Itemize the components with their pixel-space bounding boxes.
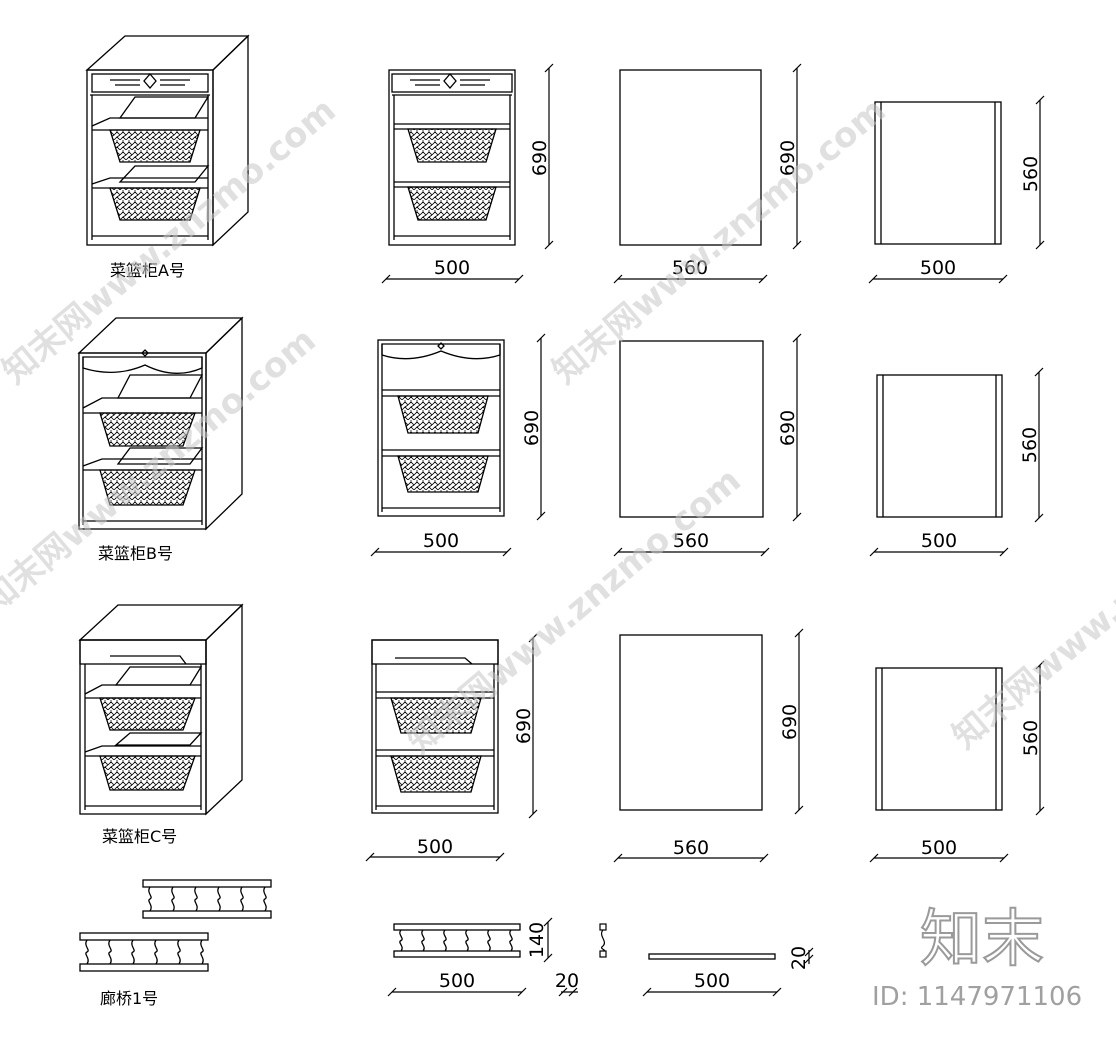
cabinet-c-front-width-dim xyxy=(365,852,505,862)
baluster-post xyxy=(131,939,135,965)
bridge-side-width-label: 20 xyxy=(555,970,579,992)
cabinet-b-side-height-label: 690 xyxy=(777,410,799,446)
cabinet-c-top-height-dim xyxy=(1035,660,1045,816)
cabinet-c-side-width-label: 560 xyxy=(673,837,709,859)
bridge-plan-view xyxy=(648,953,776,960)
cabinet-a-front-height-dim xyxy=(544,63,554,250)
baluster-post xyxy=(443,929,447,952)
cabinet-b-side-width-dim xyxy=(613,547,770,557)
watermark-logo: 知末 xyxy=(920,902,1044,975)
cabinet-a-caption: 菜篮柜A号 xyxy=(110,261,185,280)
baluster-post xyxy=(421,929,425,952)
cabinet-a-top-width-label: 500 xyxy=(920,257,956,279)
cabinet-a-front-view xyxy=(388,69,516,246)
cabinet-c-top-width-label: 500 xyxy=(921,837,957,859)
baluster-post xyxy=(154,939,158,965)
bridge-front-width-label: 500 xyxy=(439,970,475,992)
cabinet-c-side-height-dim xyxy=(794,628,804,815)
cabinet-c-front-height-dim xyxy=(528,633,538,819)
bridge-front-width-dim xyxy=(387,987,527,997)
baluster-post xyxy=(240,886,244,912)
cabinet-c-top-width-dim xyxy=(869,853,1009,863)
cabinet-c-top-view xyxy=(875,667,1003,811)
baluster-post xyxy=(108,939,112,965)
baluster-post xyxy=(171,886,175,912)
bridge-plan-width-dim xyxy=(642,987,782,997)
cabinet-c-side-width-dim xyxy=(613,853,769,863)
cabinet-a-top-height-label: 560 xyxy=(1020,156,1042,192)
cabinet-a-front-width-label: 500 xyxy=(434,257,470,279)
baluster-post xyxy=(200,939,204,965)
cabinet-b-front-width-dim xyxy=(370,547,512,557)
baluster-post xyxy=(263,886,267,912)
cabinet-b-top-height-dim xyxy=(1034,367,1044,523)
cabinet-b-side-width-label: 560 xyxy=(673,530,709,552)
cabinet-b-front-view xyxy=(377,339,505,517)
bridge-front-height-dim xyxy=(543,917,553,963)
cabinet-a-top-width-dim xyxy=(868,274,1008,284)
cabinet-c-caption: 菜篮柜C号 xyxy=(102,827,177,846)
baluster-post xyxy=(217,886,221,912)
baluster-post xyxy=(465,929,469,952)
cabinet-c-side-height-label: 690 xyxy=(779,704,801,740)
baluster-post xyxy=(487,929,491,952)
baluster-post xyxy=(85,939,89,965)
cabinet-a-side-width-label: 560 xyxy=(672,257,708,279)
baluster-post xyxy=(399,929,403,952)
watermark-text: 知末网www.znzmo.com xyxy=(545,90,894,392)
cabinet-a-top-height-dim xyxy=(1035,95,1045,250)
cabinet-c-front-view xyxy=(371,639,499,814)
cabinet-c-side-view xyxy=(619,634,763,811)
cabinet-a-top-view xyxy=(874,101,1002,245)
watermark-text: 知末网www.znzmo.com xyxy=(945,455,1116,757)
bridge-front-height-label: 140 xyxy=(526,922,548,958)
bridge-side-width-dim xyxy=(558,987,578,997)
bridge-side-view xyxy=(599,923,607,958)
watermark-id: ID: 1147971106 xyxy=(872,982,1082,1012)
baluster-post xyxy=(148,886,152,912)
cabinet-b-side-height-dim xyxy=(792,333,802,522)
cabinet-a-side-height-dim xyxy=(792,63,802,250)
cabinet-a-side-view xyxy=(619,69,762,246)
cabinet-b-side-view xyxy=(619,340,764,518)
cabinet-a-side-width-dim xyxy=(613,274,768,284)
cabinet-b-front-height-dim xyxy=(536,333,546,521)
baluster-post xyxy=(509,929,513,952)
bridge-plan-width-label: 500 xyxy=(694,970,730,992)
cabinet-c-top-height-label: 560 xyxy=(1020,720,1042,756)
bridge-caption: 廊桥1号 xyxy=(100,989,158,1008)
cabinet-c-front-width-label: 500 xyxy=(417,836,453,858)
bridge-plan-thickness-label: 20 xyxy=(788,946,810,970)
cabinet-b-top-view xyxy=(876,374,1003,518)
watermark-text: 知末网www.znzmo.com xyxy=(400,460,749,762)
cabinet-b-front-width-label: 500 xyxy=(423,530,459,552)
baluster-post xyxy=(194,886,198,912)
cabinet-b-top-width-label: 500 xyxy=(921,530,957,552)
cabinet-b-top-height-label: 560 xyxy=(1019,427,1041,463)
baluster-post xyxy=(177,939,181,965)
bridge-perspective-lower xyxy=(79,932,209,972)
bridge-front-view xyxy=(393,923,521,958)
cabinet-b-perspective xyxy=(77,316,244,531)
bridge-plan-thickness-dim xyxy=(804,947,814,964)
bridge-perspective-upper xyxy=(142,879,272,919)
cabinet-a-perspective xyxy=(85,34,250,247)
cabinet-b-caption: 菜篮柜B号 xyxy=(98,544,173,563)
cabinet-a-front-height-label: 690 xyxy=(529,140,551,176)
cabinet-a-front-width-dim xyxy=(381,274,524,284)
cabinet-c-front-height-label: 690 xyxy=(513,708,535,744)
cabinet-c-perspective xyxy=(78,603,244,816)
cabinet-a-side-height-label: 690 xyxy=(777,140,799,176)
cabinet-b-front-height-label: 690 xyxy=(521,410,543,446)
cabinet-b-top-width-dim xyxy=(869,547,1009,557)
